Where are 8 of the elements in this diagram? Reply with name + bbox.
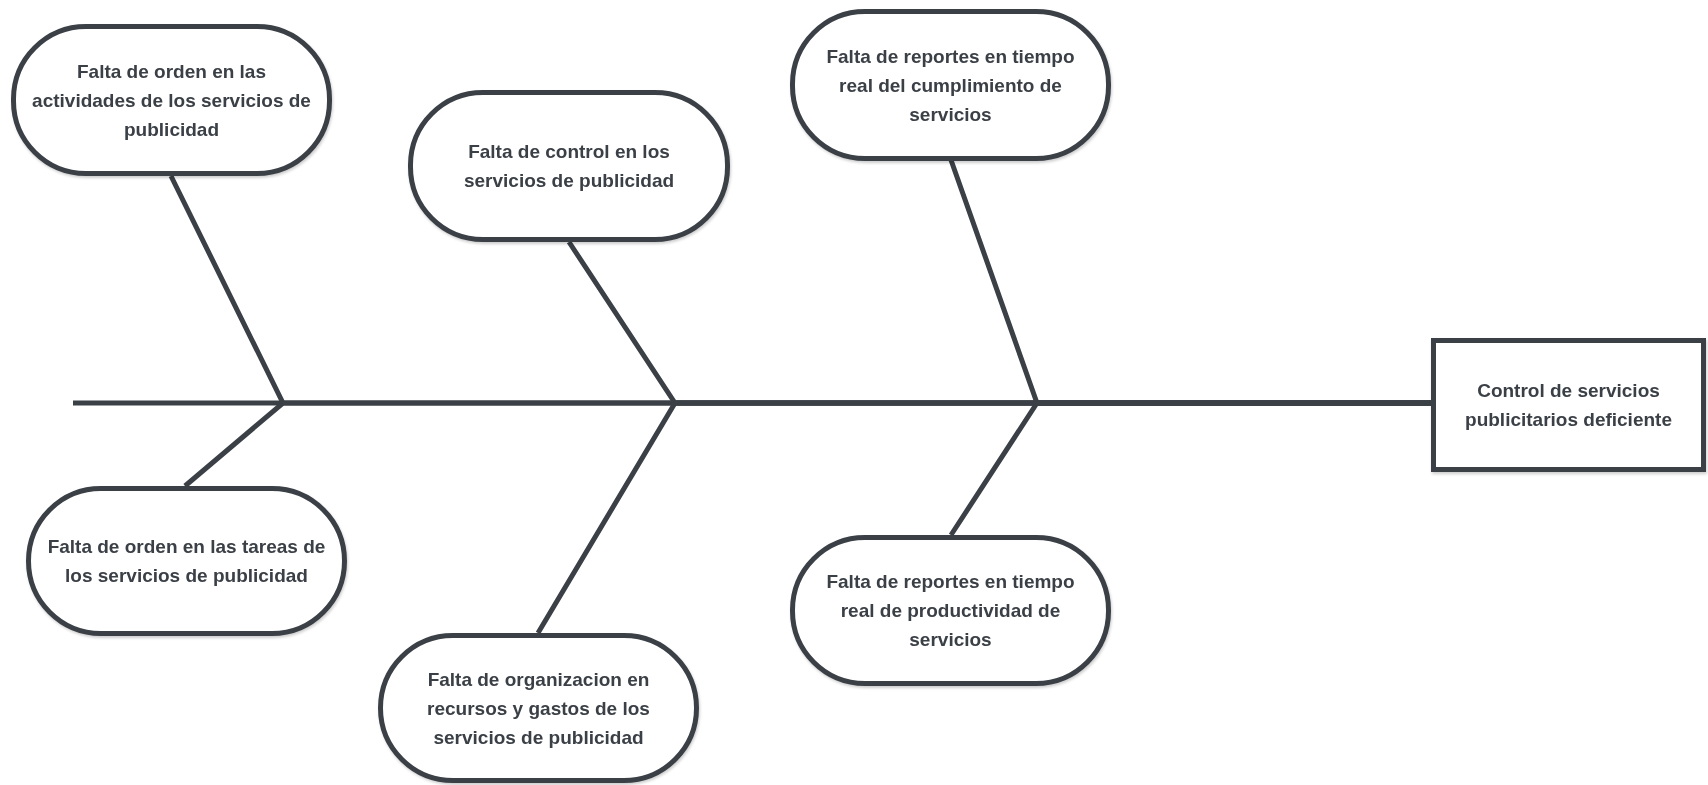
node-text: Falta de orden en las tareas de los servicios de publicidad <box>46 535 327 588</box>
effect-box <box>1431 338 1706 472</box>
node-text: Falta de orden en las actividades de los servicios de publicidad <box>31 59 312 142</box>
node-text: Falta de control en los servicios de publicidad <box>462 140 676 193</box>
node-text: Control de servicios publicitarios deficiente <box>1464 379 1673 432</box>
node-text: Falta de organizacion en recursos y gastos de los servicios de publicidad <box>426 667 651 750</box>
node-text: Falta de reportes en tiempo real del cumplimiento de servicios <box>825 44 1076 127</box>
node-text: Falta de reportes en tiempo real de productividad de servicios <box>825 570 1076 652</box>
